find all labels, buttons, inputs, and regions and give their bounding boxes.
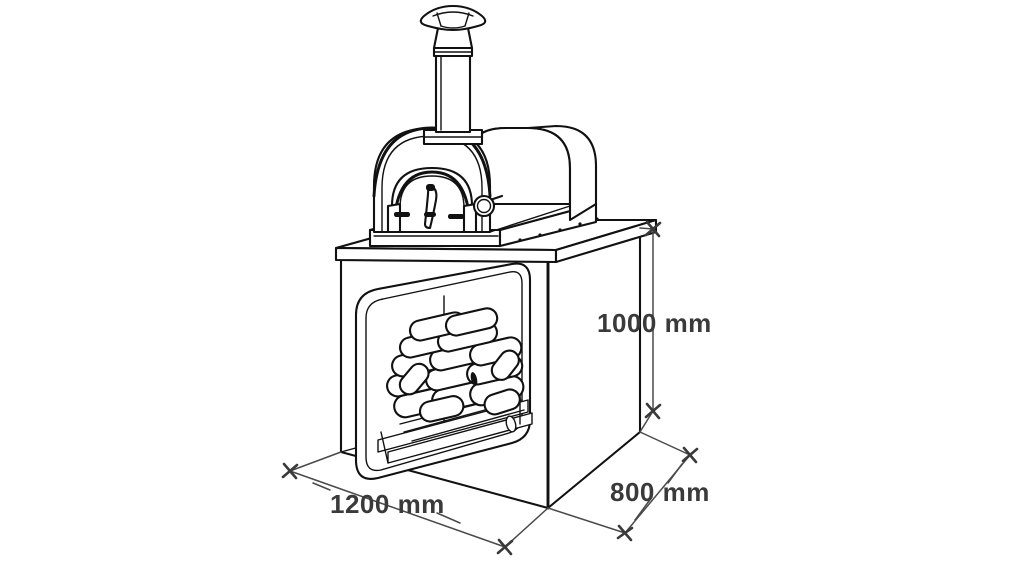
dim-800-ext-bottom	[547, 507, 626, 534]
dim-800-tick-top	[681, 446, 699, 464]
dim-1000-ext-top	[639, 227, 654, 230]
chimney-cap-crease	[432, 11, 474, 17]
log	[483, 388, 521, 416]
dim-1200-tick-left	[281, 462, 299, 480]
counter-front-edge	[334, 246, 558, 264]
dim-1200-ext-left	[289, 451, 342, 472]
dimension-width-1200	[281, 451, 549, 556]
dimension-label-width: 1200 mm	[330, 489, 445, 519]
dome-base-seam	[489, 205, 571, 233]
rack-fastener	[505, 415, 517, 433]
dim-1000-tick-bottom	[644, 402, 662, 420]
door-latch-left	[394, 212, 410, 217]
dimension-depth-800	[547, 431, 699, 542]
dim-800-leader-top	[667, 463, 683, 484]
chimney-rain-cap	[419, 4, 487, 32]
door-left-jamb	[386, 202, 402, 234]
dim-800-leader-bottom	[634, 496, 653, 521]
rack-slat-5	[411, 409, 525, 442]
chimney	[419, 4, 487, 146]
dim-1200-leader-right	[436, 512, 461, 524]
oven-door-opening	[386, 166, 496, 234]
dim-800-ext-top	[639, 431, 691, 456]
dimension-height-1000	[639, 220, 662, 433]
door-arch-heavy	[392, 170, 472, 228]
temperature-gauge-dial	[476, 198, 492, 214]
dim-1200-tick-right	[496, 538, 514, 556]
handle-knob	[426, 184, 435, 191]
log	[490, 349, 520, 381]
log-end-mark	[470, 372, 478, 386]
dome-arch-highlight	[372, 126, 492, 198]
door-latch-right	[448, 214, 464, 219]
chimney-cap-underside	[440, 25, 466, 29]
dimension-label-depth: 800 mm	[610, 477, 710, 507]
log	[418, 395, 465, 423]
rack-slat-2	[387, 412, 533, 464]
firewood-stack	[386, 307, 525, 423]
chimney-cap-strut-left	[436, 12, 442, 27]
dim-1200-line	[289, 470, 506, 548]
dimension-label-height: 1000 mm	[597, 308, 712, 338]
oven-door-handle	[423, 184, 438, 230]
dim-1000-tick-top	[644, 220, 662, 238]
chimney-cap-strut-right	[464, 12, 470, 27]
log	[444, 307, 499, 337]
log	[398, 362, 430, 396]
plinth-seam-dots	[518, 217, 599, 242]
dim-1200-leader-left	[312, 482, 331, 491]
dim-800-tick-bottom	[616, 524, 634, 542]
rack-end-left	[380, 431, 389, 464]
door-arch-inner	[399, 175, 465, 233]
handle-base	[424, 212, 436, 217]
door-right-jamb	[462, 202, 478, 234]
